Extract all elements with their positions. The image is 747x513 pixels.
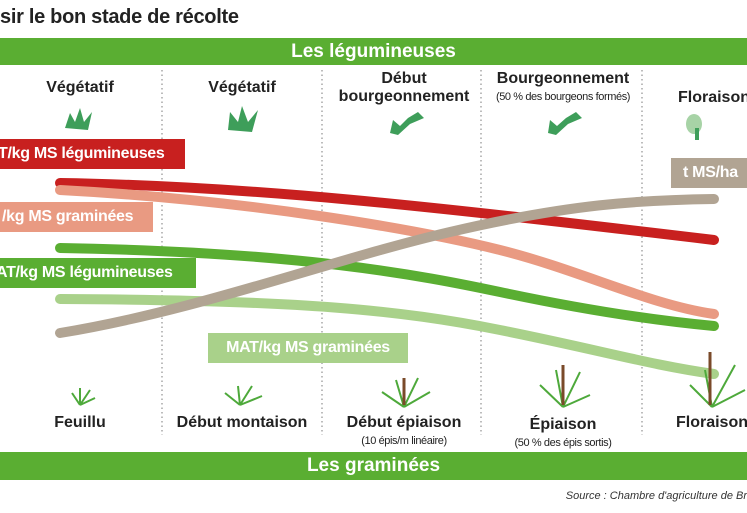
- legume-stage-4-sub: (50 % des bourgeons formés): [495, 91, 631, 103]
- label-light-green-text: MAT/kg MS graminées: [226, 339, 390, 356]
- grass-stage-2: Début montaison: [176, 414, 308, 431]
- legume-stage-4: Bourgeonnement (50 % des bourgeons formé…: [495, 70, 631, 106]
- grass-stage-4-label: Épiaison: [529, 416, 597, 433]
- label-green-text: AT/kg MS légumineuses: [0, 264, 173, 281]
- legume-stage-4-label: Bourgeonnement: [496, 70, 630, 87]
- source-note: Source : Chambre d'agriculture de Br: [565, 490, 747, 502]
- curve-taupe: [55, 194, 719, 338]
- legume-stage-2: Végétatif: [208, 79, 276, 96]
- curve-red: [55, 178, 719, 245]
- curve-salmon: [55, 185, 719, 319]
- legume-stage-3-line2: bourgeonnement: [338, 88, 470, 105]
- grass-icon: [71, 364, 746, 408]
- grasses-band: Les graminées: [0, 452, 747, 480]
- legume-stage-3: Début bourgeonnement: [339, 70, 470, 106]
- grass-stage-3-sub: (10 épis/m linéaire): [361, 435, 447, 447]
- ear-icon: [402, 352, 712, 405]
- label-red: T/kg MS légumineuses: [0, 139, 185, 169]
- curve-light-green: [55, 294, 719, 379]
- title: sir le bon stade de récolte: [0, 6, 239, 28]
- label-red-text: T/kg MS légumineuses: [0, 145, 165, 162]
- legume-stage-3-line1: Début: [381, 70, 427, 87]
- legumes-band: Les légumineuses: [0, 38, 747, 65]
- grass-stage-3: Début épiaison (10 épis/m linéaire): [347, 414, 462, 450]
- legume-stage-5: Floraison: [677, 89, 747, 106]
- label-salmon: /kg MS graminées: [0, 202, 153, 232]
- legume-stage-1: Végétatif: [46, 79, 114, 96]
- label-salmon-text: /kg MS graminées: [2, 208, 134, 225]
- grass-stage-4-sub: (50 % des épis sortis): [514, 437, 612, 449]
- label-taupe: t MS/ha: [671, 158, 747, 188]
- grass-stage-3-label: Début épiaison: [346, 414, 462, 431]
- grass-stage-1: Feuillu: [54, 414, 106, 431]
- plant-icon: [65, 106, 702, 140]
- label-green: AT/kg MS légumineuses: [0, 258, 196, 288]
- grass-stage-4: Épiaison (50 % des épis sortis): [515, 416, 612, 452]
- grass-stage-5: Floraison: [675, 414, 747, 431]
- curve-green: [55, 243, 719, 331]
- label-light-green: MAT/kg MS graminées: [208, 333, 408, 363]
- label-taupe-text: t MS/ha: [683, 164, 738, 181]
